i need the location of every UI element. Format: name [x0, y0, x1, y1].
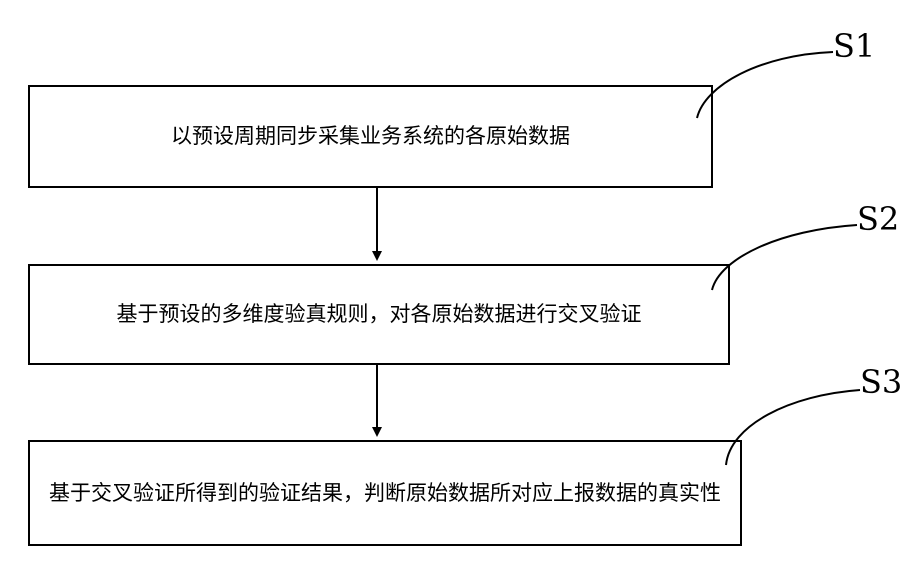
leader-line-s1: [697, 52, 833, 118]
leader-line-s3: [726, 390, 860, 465]
step-label-s1: S1: [833, 30, 875, 62]
step-text-s3: 基于交叉验证所得到的验证结果，判断原始数据所对应上报数据的真实性: [49, 477, 721, 510]
step-text-s1: 以预设周期同步采集业务系统的各原始数据: [171, 120, 570, 153]
step-label-s3: S3: [860, 366, 902, 398]
step-label-s2: S2: [857, 203, 899, 235]
step-box-s3: 基于交叉验证所得到的验证结果，判断原始数据所对应上报数据的真实性: [28, 440, 742, 546]
leader-line-s2: [712, 225, 857, 290]
step-box-s2: 基于预设的多维度验真规则，对各原始数据进行交叉验证: [28, 264, 730, 365]
step-text-s2: 基于预设的多维度验真规则，对各原始数据进行交叉验证: [117, 298, 642, 331]
step-box-s1: 以预设周期同步采集业务系统的各原始数据: [28, 85, 713, 188]
